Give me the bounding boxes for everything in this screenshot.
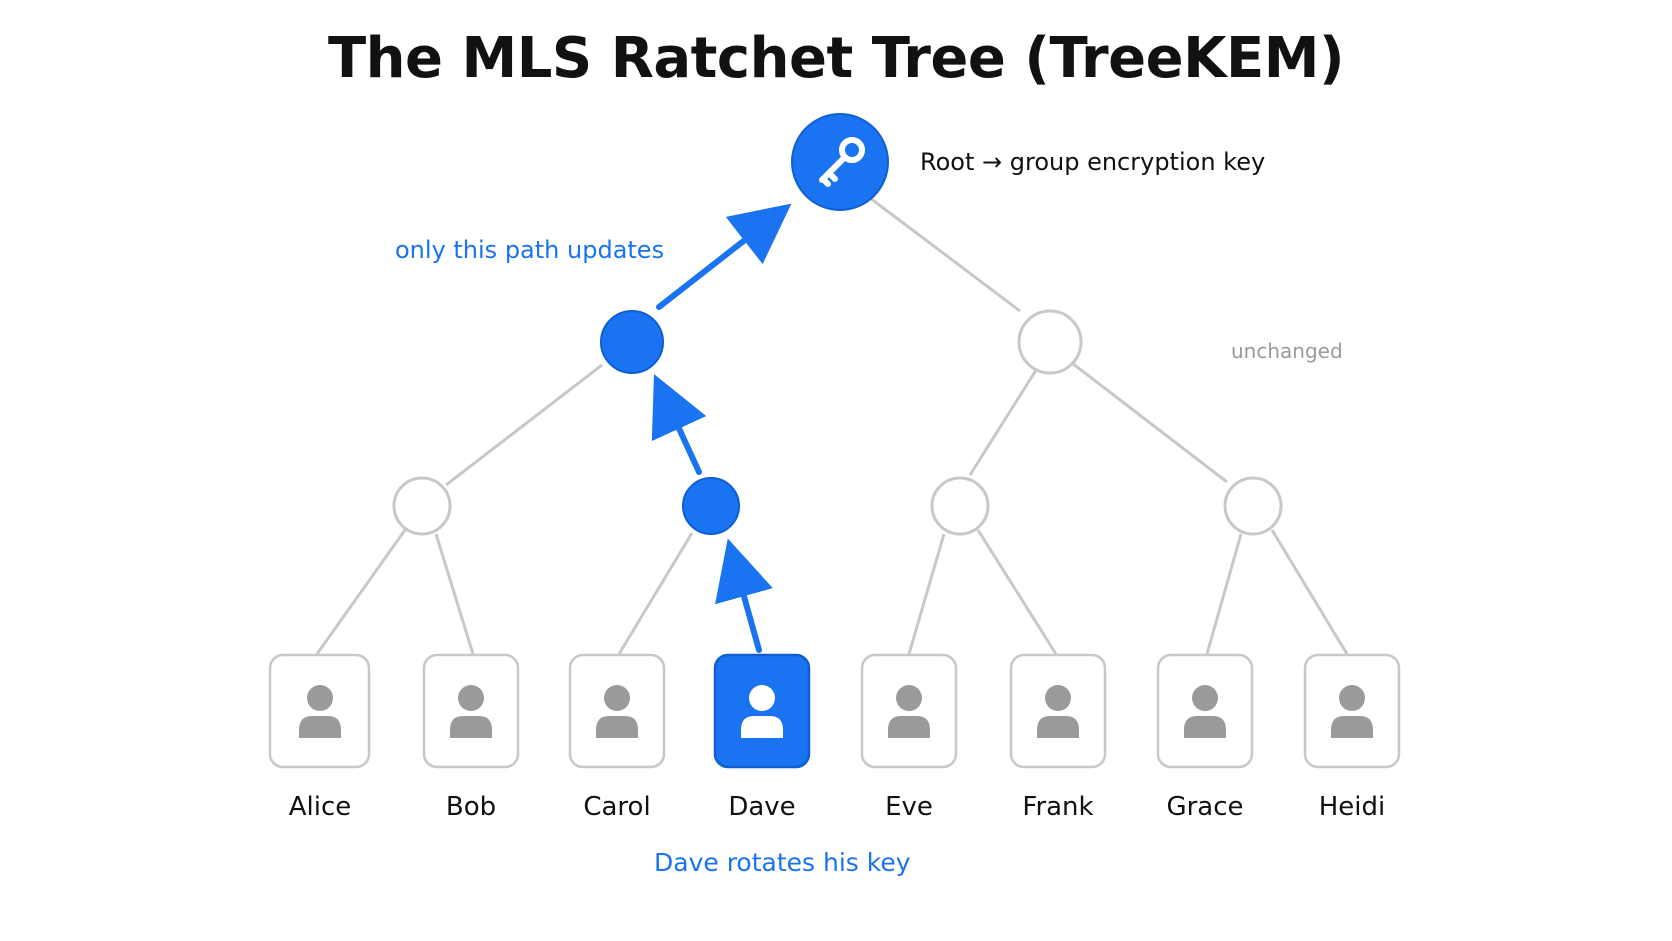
leaf-card-heidi [1303,653,1401,769]
key-icon [819,137,865,187]
edge-ab-bob [434,533,475,655]
arrow-left-to-root [656,203,792,310]
edge-gh-heidi [1270,529,1349,655]
node-parent-ef [930,476,990,536]
leaf-card-eve [860,653,958,769]
arrow-parent-to-left [651,374,707,475]
diagram-title: The MLS Ratchet Tree (TreeKEM) [327,26,1345,91]
leaf-card-grace [1156,653,1254,769]
unchanged-nodes [392,309,1283,536]
leaf-card-alice [268,653,371,769]
member-name-frank: Frank [1022,792,1094,822]
member-name-bob: Bob [445,792,497,822]
path-annotation: only this path updates [395,236,665,264]
person-icon [1184,685,1226,738]
member-name-dave: Dave [728,792,796,822]
person-icon [299,685,341,738]
member-name-eve: Eve [885,792,933,822]
node-parent-gh [1223,476,1283,536]
node-right-parent [1017,309,1083,375]
edge-ef-eve [907,533,946,655]
leaf-cards [268,653,1401,769]
person-icon [1331,685,1373,738]
root-annotation: Root → group encryption key [920,148,1266,176]
root-node [791,113,889,211]
arrow-dave-to-parent [715,538,773,653]
edge-cd-carol [617,532,694,655]
edge-ab-alice [315,529,407,655]
node-left-parent [600,310,664,374]
updated-nodes [600,310,740,535]
person-icon [1037,685,1079,738]
person-icon [596,685,638,738]
person-icon [450,685,492,738]
person-icon [741,685,783,738]
rotation-annotation: Dave rotates his key [654,848,911,877]
update-path-arrows [651,203,792,653]
member-name-carol: Carol [583,792,651,822]
edge-root-right [869,196,1021,313]
unchanged-annotation: unchanged [1231,339,1343,363]
edge-gh-grace [1205,533,1243,655]
member-name-grace: Grace [1166,792,1244,822]
person-icon [888,685,930,738]
edge-right-parent-gh [1067,358,1228,484]
edge-left-parent-ab [445,363,603,487]
leaf-card-bob [422,653,520,769]
member-name-alice: Alice [288,792,352,822]
leaf-card-frank [1009,653,1107,769]
node-parent-cd [682,477,740,535]
leaf-card-carol [568,653,666,769]
edge-right-parent-ef [968,366,1040,476]
node-parent-ab [392,476,452,536]
member-name-heidi: Heidi [1318,792,1386,822]
leaf-card-dave [713,653,811,769]
tree-edges [315,196,1349,655]
edge-ef-frank [976,529,1058,655]
